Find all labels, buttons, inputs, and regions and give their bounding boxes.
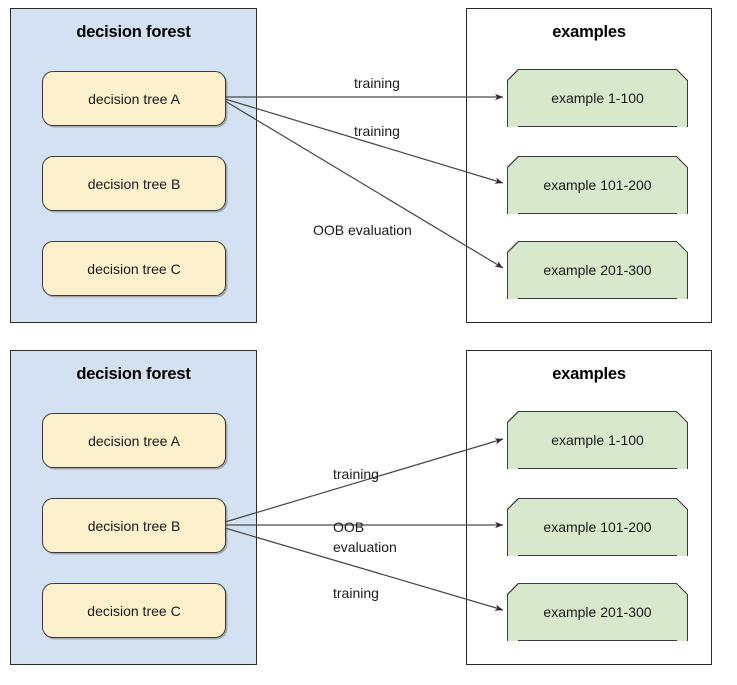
edge-treeA-to-example2: [224, 98, 504, 184]
examples-panel: examples example 1-100 example 101-200 e…: [466, 350, 712, 665]
example-201-300-label: example 201-300: [543, 604, 652, 620]
example-101-200-box[interactable]: example 101-200: [507, 156, 688, 214]
edge-label-oob-evaluation: OOB evaluation: [313, 222, 412, 238]
decision-forest-title: decision forest: [76, 23, 191, 41]
example-1-100-label: example 1-100: [551, 90, 644, 106]
decision-tree-b-label: decision tree B: [87, 175, 181, 192]
example-101-200-box[interactable]: example 101-200: [507, 498, 688, 556]
example-1-100-label: example 1-100: [551, 432, 644, 448]
examples-title: examples: [552, 365, 626, 383]
decision-tree-a-box[interactable]: decision tree A: [42, 413, 226, 468]
example-201-300-label: example 201-300: [543, 262, 652, 278]
edge-label-training-1: training: [333, 466, 379, 482]
decision-tree-c-label: decision tree C: [87, 260, 181, 277]
diagram-oob-tree-b: decision forest decision tree A decision…: [0, 342, 737, 677]
decision-tree-c-box[interactable]: decision tree C: [42, 241, 226, 296]
decision-tree-b-box[interactable]: decision tree B: [42, 156, 226, 211]
example-1-100-box[interactable]: example 1-100: [507, 69, 688, 127]
decision-forest-panel: decision forest decision tree A decision…: [10, 350, 257, 665]
example-101-200-label: example 101-200: [543, 519, 652, 535]
decision-forest-panel: decision forest decision tree A decision…: [10, 8, 257, 323]
examples-panel: examples example 1-100 example 101-200 e…: [466, 8, 712, 323]
edge-label-evaluation: evaluation: [333, 539, 397, 555]
edge-label-training-2: training: [354, 123, 400, 139]
example-1-100-box[interactable]: example 1-100: [507, 411, 688, 469]
decision-tree-b-label: decision tree B: [87, 517, 181, 534]
decision-tree-c-label: decision tree C: [87, 602, 181, 619]
example-101-200-label: example 101-200: [543, 177, 652, 193]
examples-title: examples: [552, 23, 626, 41]
edge-label-oob: OOB: [333, 519, 365, 535]
decision-tree-a-label: decision tree A: [88, 90, 180, 107]
edge-label-training-1: training: [354, 75, 400, 91]
decision-tree-a-label: decision tree A: [88, 432, 180, 449]
decision-tree-a-box[interactable]: decision tree A: [42, 71, 226, 126]
decision-forest-title: decision forest: [76, 365, 191, 383]
example-201-300-box[interactable]: example 201-300: [507, 241, 688, 299]
edge-label-training-2: training: [333, 585, 379, 601]
diagram-oob-tree-a: decision forest decision tree A decision…: [0, 0, 737, 335]
example-201-300-box[interactable]: example 201-300: [507, 583, 688, 641]
decision-tree-b-box[interactable]: decision tree B: [42, 498, 226, 553]
decision-tree-c-box[interactable]: decision tree C: [42, 583, 226, 638]
